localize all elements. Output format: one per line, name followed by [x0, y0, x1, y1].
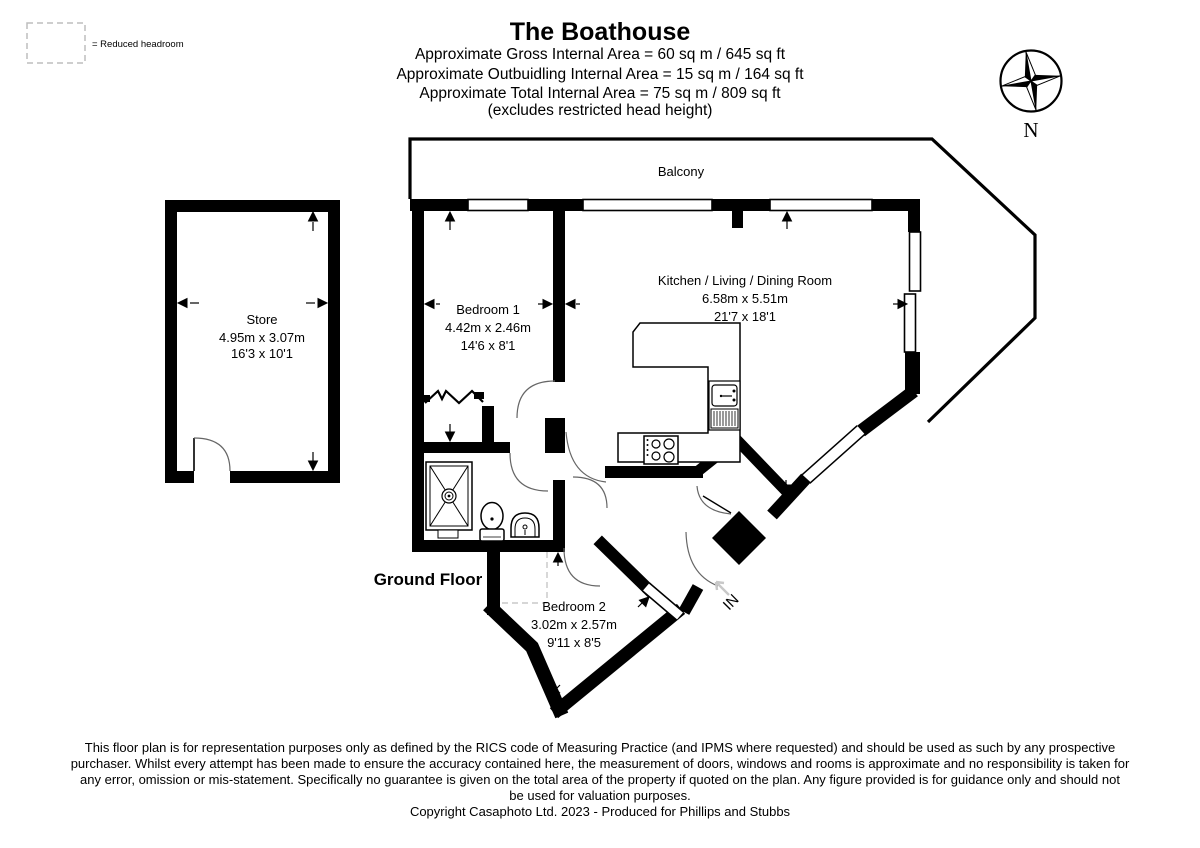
store-dimension-arrows: [176, 210, 329, 472]
window-right-lower: [903, 293, 917, 353]
disclaimer-block: This floor plan is for representation pu…: [71, 740, 1130, 819]
drainer: [710, 408, 739, 429]
bedroom2-door-arc: [563, 547, 601, 587]
window-right-upper: [908, 231, 922, 292]
balcony-railing: [408, 137, 1037, 424]
balcony: Balcony: [408, 137, 1037, 424]
bedroom1: Bedroom 1 4.42m x 2.46m 14'6 x 8'1: [420, 210, 556, 443]
bedroom2-wall-sw: [483, 600, 569, 719]
bedroom1-metric: 4.42m x 2.46m: [445, 320, 531, 335]
bedroom2-dimension-arrows: [549, 551, 650, 697]
bedroom1-dimension-arrows: [423, 210, 554, 443]
kitchen-door-arc-1: [565, 431, 607, 483]
bathroom: [425, 452, 549, 542]
balcony-door-jamb: [732, 211, 743, 228]
bedroom2-imperial: 9'11 x 8'5: [547, 635, 601, 650]
interior-walls: [412, 211, 703, 552]
vestibule-door-arc: [696, 485, 732, 515]
disclaimer-line-4: be used for valuation purposes.: [509, 788, 690, 803]
toilet: [479, 501, 505, 542]
disclaimer-line-3: any error, omission or mis-statement. Sp…: [80, 772, 1120, 787]
area-line-4: (excludes restricted head height): [488, 102, 713, 119]
store-wall-bottom-right: [230, 471, 340, 483]
wall-bathroom-top: [424, 442, 510, 453]
kitchen-name: Kitchen / Living / Dining Room: [658, 273, 832, 288]
basin: [510, 512, 540, 538]
page-title: The Boathouse: [510, 18, 691, 46]
window-bedroom2: [643, 583, 683, 620]
kitchen-sink: [708, 380, 741, 431]
store-metric: 4.95m x 3.07m: [219, 330, 305, 345]
bedroom1-name: Bedroom 1: [456, 302, 520, 317]
exterior-walls: [410, 198, 922, 615]
kitchen-living-dining: Kitchen / Living / Dining Room 6.58m x 5…: [564, 210, 909, 587]
kitchen-door-arc-2: [572, 476, 608, 509]
wall-left: [412, 199, 424, 552]
store-wall-bottom-left: [165, 471, 194, 483]
bathroom-door-arc: [509, 452, 549, 492]
wall-bedroom1-kitchen: [553, 211, 565, 382]
entry-column: [712, 511, 766, 565]
wall-bathroom-bottom: [412, 540, 565, 552]
shower: [425, 461, 473, 539]
store-wall-right: [328, 200, 340, 483]
bedroom1-imperial: 14'6 x 8'1: [461, 338, 516, 353]
store-wall-top: [165, 200, 340, 212]
store-room: Store 4.95m x 3.07m 16'3 x 10'1: [165, 200, 340, 483]
entry-label: IN: [720, 591, 743, 614]
compass-circle: [999, 49, 1063, 113]
balcony-name: Balcony: [658, 164, 705, 179]
area-line-2: Approximate Outbuidling Internal Area = …: [396, 66, 804, 83]
store-name: Store: [246, 312, 277, 327]
window-balcony-door-right: [769, 198, 873, 212]
bedroom2-wall-se: [549, 603, 686, 719]
reduced-headroom-boundary: [502, 552, 548, 604]
wall-closet: [482, 406, 494, 443]
bedroom2-wall-ne: [593, 535, 657, 598]
store-imperial: 16'3 x 10'1: [231, 346, 293, 361]
vestibule-door-leaf: [702, 495, 732, 514]
kitchen-hob: [643, 435, 679, 465]
window-balcony-door-left: [582, 198, 713, 212]
closet-zigzag: [424, 389, 484, 405]
reduced-headroom-label: = Reduced headroom: [92, 39, 184, 50]
disclaimer-line-1: This floor plan is for representation pu…: [85, 740, 1115, 755]
bedroom1-door-arc: [516, 380, 556, 419]
bedroom2-metric: 3.02m x 2.57m: [531, 617, 617, 632]
entry-jamb: [678, 584, 704, 615]
copyright-line: Copyright Casaphoto Ltd. 2023 - Produced…: [410, 804, 791, 819]
bedroom2-wall-left: [487, 552, 500, 615]
area-line-3: Approximate Total Internal Area = 75 sq …: [419, 85, 781, 102]
kitchen-dimension-arrows: [564, 210, 909, 496]
entry-door-arc: [685, 531, 719, 587]
wall-kitchen-bottom: [605, 466, 703, 478]
store-door-arc: [193, 437, 231, 472]
compass-rose: N: [999, 49, 1063, 142]
area-line-1: Approximate Gross Internal Area = 60 sq …: [415, 46, 786, 63]
store-wall-left: [165, 200, 177, 483]
shower-step: [437, 529, 459, 539]
title-block: The Boathouse Approximate Gross Internal…: [396, 18, 804, 119]
compass-north-label: N: [1023, 118, 1038, 142]
window-diagonal: [802, 426, 865, 483]
kitchen-imperial: 21'7 x 18'1: [714, 309, 776, 324]
reduced-headroom-swatch: [26, 22, 86, 64]
entry-arrow-icon: [714, 580, 730, 596]
ground-floor-label: Ground Floor: [374, 570, 483, 589]
window-bedroom1: [467, 198, 529, 212]
compass-star-icon: [1001, 51, 1061, 111]
disclaimer-line-2: purchaser. Whilst every attempt has been…: [71, 756, 1130, 771]
legend-reduced-headroom: = Reduced headroom: [26, 22, 184, 64]
entry-marker: IN: [714, 580, 743, 614]
kitchen-metric: 6.58m x 5.51m: [702, 291, 788, 306]
bedroom2: Bedroom 2 3.02m x 2.57m 9'11 x 8'5: [483, 535, 686, 719]
bedroom2-name: Bedroom 2: [542, 599, 606, 614]
